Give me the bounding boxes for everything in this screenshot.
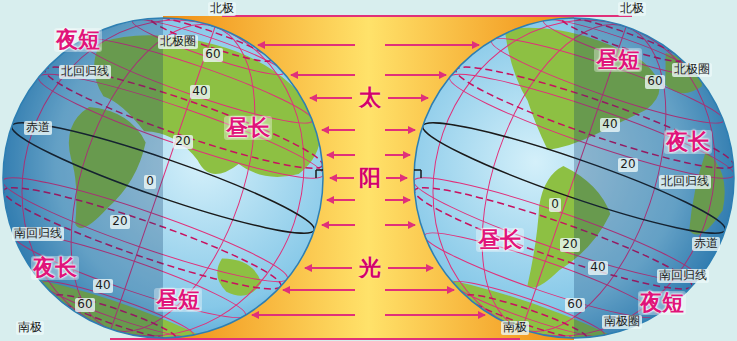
- day-night-label: 昼短: [154, 288, 202, 312]
- day-night-label: 夜长: [664, 130, 712, 154]
- circle-label: 南极圈: [602, 315, 642, 328]
- sunlight-char: 阳: [359, 166, 381, 190]
- latitude-number: 60: [565, 298, 584, 311]
- day-night-label: 昼长: [224, 116, 272, 140]
- line-label: 南回归线: [12, 227, 64, 240]
- line-label: 南回归线: [657, 269, 709, 282]
- circle-label: 北极圈: [158, 35, 198, 48]
- line-label: 赤道: [24, 121, 52, 134]
- day-night-label: 夜短: [54, 28, 102, 52]
- latitude-number: 20: [618, 158, 637, 171]
- globe-right: [363, 0, 737, 341]
- day-night-label: 昼短: [594, 48, 642, 72]
- pole-label: 南极: [16, 321, 44, 334]
- pole-label: 北极: [618, 2, 646, 15]
- latitude-number: 40: [600, 118, 619, 131]
- sun-rays: [252, 45, 485, 315]
- sunlight-char: 光: [359, 256, 381, 280]
- latitude-number: 60: [75, 298, 94, 311]
- day-night-label: 夜短: [638, 291, 686, 315]
- sunlight-edge: [222, 15, 632, 17]
- pole-label: 南极: [501, 321, 529, 334]
- latitude-number: 20: [173, 135, 192, 148]
- latitude-number: 0: [144, 175, 156, 188]
- latitude-number: 40: [190, 85, 209, 98]
- latitude-number: 60: [203, 48, 222, 61]
- line-label: 北回归线: [59, 65, 111, 78]
- latitude-number: 0: [549, 198, 561, 211]
- day-night-label: 夜长: [31, 256, 79, 280]
- circle-label: 北极圈: [672, 63, 712, 76]
- sunlight-char: 太: [359, 86, 381, 110]
- latitude-number: 20: [560, 238, 579, 251]
- latitude-number: 40: [93, 279, 112, 292]
- globe-left: [0, 0, 366, 341]
- line-label: 赤道: [692, 237, 720, 250]
- day-night-label: 昼长: [476, 228, 524, 252]
- latitude-number: 40: [588, 261, 607, 274]
- line-label: 北回归线: [659, 175, 711, 188]
- latitude-number: 20: [110, 215, 129, 228]
- pole-label: 北极: [208, 2, 236, 15]
- latitude-number: 60: [645, 75, 664, 88]
